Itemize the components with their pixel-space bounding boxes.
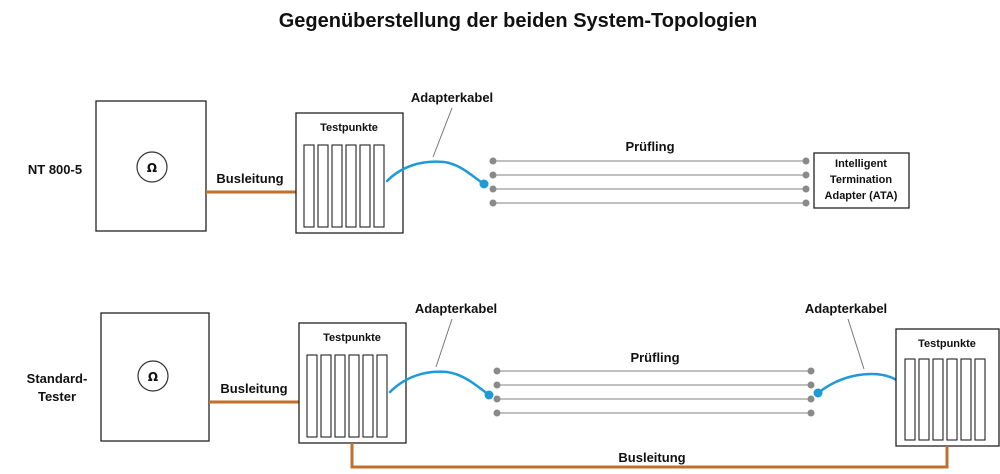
top-adapter-label: Adapterkabel [411, 90, 493, 105]
bottom-right-adapter-cable [816, 372, 911, 395]
bottom-left-testpoint-slot-4 [348, 354, 360, 438]
bottom-bus-label: Busleitung [220, 381, 287, 396]
bottom-left-adapter-cable [388, 370, 491, 397]
top-wire-3-left-node [489, 185, 497, 193]
top-testpoints-label: Testpunkte [320, 122, 378, 134]
bottom-wire-4-right-node [807, 409, 815, 417]
bottom-system-label-line-2: Tester [38, 389, 76, 404]
top-wire-4-left-node [489, 199, 497, 207]
bottom-dut-label: Prüfling [630, 350, 679, 365]
bottom-right-adapter-leader [847, 318, 865, 370]
top-ohm-symbol: Ω [147, 161, 157, 175]
bottom-right-adapter-cable-end [813, 388, 823, 398]
ata-line-3: Adapter (ATA) [825, 190, 898, 202]
bottom-left-testpoint-slot-3 [334, 354, 346, 438]
top-testpoint-slot-2 [317, 144, 329, 228]
bottom-left-testpoint-slot-5 [362, 354, 374, 438]
top-system-label: NT 800-5 [28, 162, 82, 177]
top-tester-unit: Ω [95, 100, 207, 232]
bottom-wire-1-right-node [807, 367, 815, 375]
top-testpoint-slot-5 [359, 144, 371, 228]
bottom-right-testpoint-slot-4 [946, 358, 958, 441]
top-wire-4-right-node [802, 199, 810, 207]
top-testpoint-slot-4 [345, 144, 357, 228]
top-testpoint-slots [303, 144, 385, 228]
bottom-right-testpoint-slot-1 [904, 358, 916, 441]
bottom-dut-wires [493, 367, 815, 417]
bottom-right-adapter-label: Adapterkabel [805, 301, 887, 316]
top-adapter-cable-end [479, 179, 489, 189]
bottom-right-testpoint-slot-5 [960, 358, 972, 441]
top-testpoint-slot-3 [331, 144, 343, 228]
top-wire-1-right-node [802, 157, 810, 165]
top-adapter-leader [432, 107, 453, 158]
top-ata-block: Intelligent Termination Adapter (ATA) [813, 152, 910, 209]
top-wire-2-left-node [489, 171, 497, 179]
bottom-wire-2-right-node [807, 381, 815, 389]
bottom-left-testpoint-slot-6 [376, 354, 388, 438]
bottom-right-testpoint-slot-6 [974, 358, 986, 441]
bottom-return-bus-line [350, 443, 949, 469]
bottom-testpoints-block: Testpunkte [298, 322, 407, 444]
top-testpoint-slot-6 [373, 144, 385, 228]
bottom-wire-1-left-node [493, 367, 501, 375]
bottom-tester-unit: Ω [100, 312, 210, 442]
bottom-system-label-line-1: Standard- [27, 371, 88, 386]
bottom-wire-2-left-node [493, 381, 501, 389]
bottom-right-testpoint-slot-2 [918, 358, 930, 441]
bottom-right-testpoint-slots [904, 358, 986, 441]
bottom-left-adapter-leader [435, 318, 453, 368]
top-testpoint-slot-1 [303, 144, 315, 228]
top-wire-2-right-node [802, 171, 810, 179]
ata-line-1: Intelligent [835, 158, 887, 170]
top-adapter-cable [385, 160, 486, 186]
bottom-testpoints-label: Testpunkte [323, 332, 381, 344]
bottom-ohm-symbol: Ω [148, 370, 158, 384]
top-ohmmeter-icon [136, 151, 168, 183]
bottom-left-adapter-cable-end [484, 390, 494, 400]
bottom-return-bus-label: Busleitung [618, 450, 685, 465]
bottom-left-adapter-label: Adapterkabel [415, 301, 497, 316]
bottom-left-testpoint-slot-1 [306, 354, 318, 438]
bottom-wire-3-left-node [493, 395, 501, 403]
top-dut-wires [489, 157, 810, 207]
bottom-wire-3-right-node [807, 395, 815, 403]
bottom-ohmmeter-icon [137, 360, 169, 392]
bottom-right-testpoints-label: Testpunkte [918, 338, 976, 350]
diagram-title: Gegenüberstellung der beiden System-Topo… [279, 10, 758, 32]
top-testpoints-block: Testpunkte [295, 112, 404, 234]
bottom-right-testpoint-slot-3 [932, 358, 944, 441]
bottom-left-testpoint-slot-2 [320, 354, 332, 438]
top-wire-3-right-node [802, 185, 810, 193]
ata-line-2: Termination [830, 174, 892, 186]
top-ata-box [813, 152, 910, 209]
bottom-right-testpoints-block: Testpunkte [895, 328, 1000, 447]
bottom-wire-4-left-node [493, 409, 501, 417]
bottom-left-testpoint-slots [306, 354, 388, 438]
top-wire-1-left-node [489, 157, 497, 165]
top-dut-label: Prüfling [625, 139, 674, 154]
top-bus-label: Busleitung [216, 171, 283, 186]
